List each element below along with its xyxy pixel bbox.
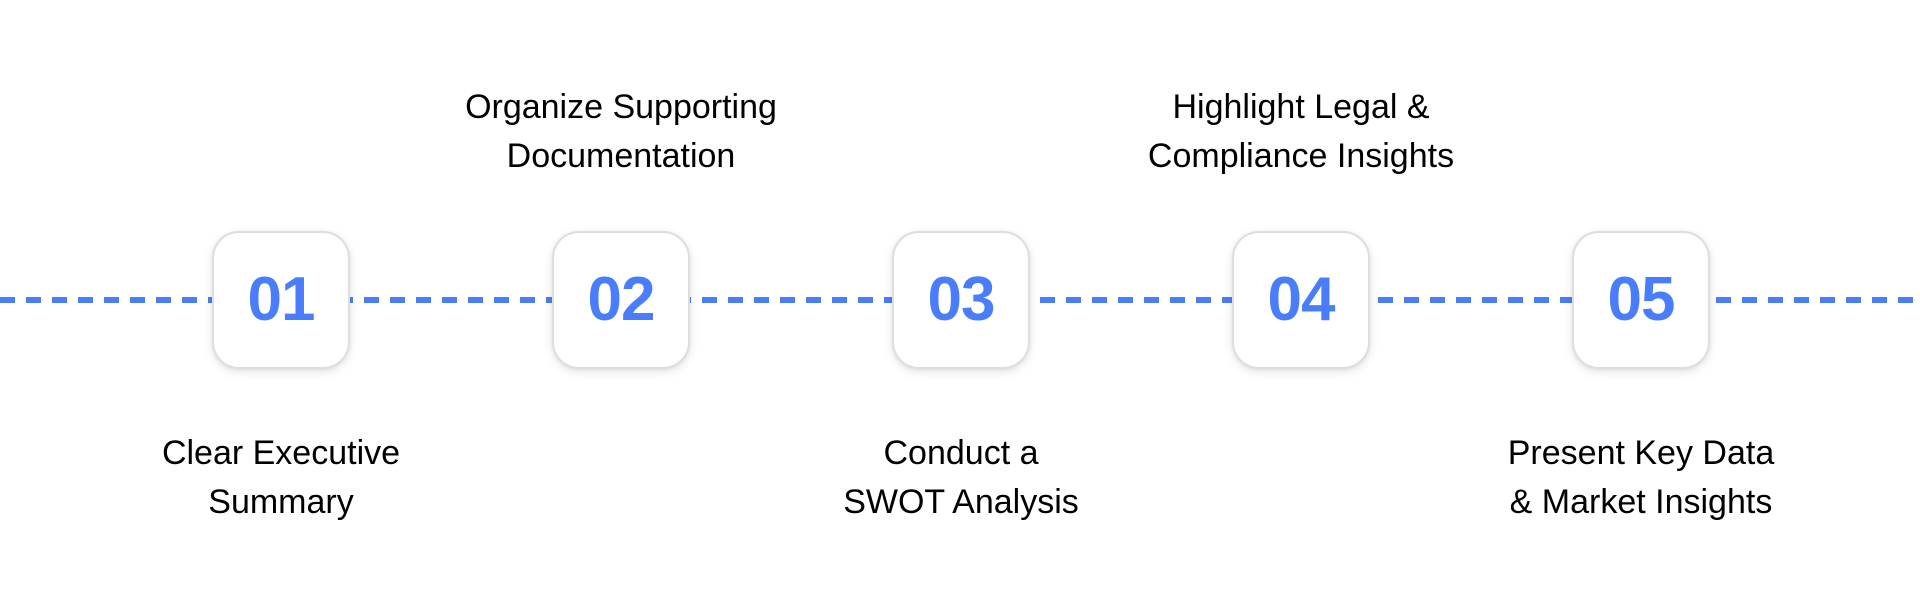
timeline-step-04[interactable]: 04 Highlight Legal & Compliance Insights: [1148, 0, 1454, 615]
step-number-02: 02: [587, 265, 656, 334]
step-number-card-01[interactable]: 01: [212, 231, 350, 369]
step-number-03: 03: [927, 265, 996, 334]
timeline-step-02[interactable]: 02 Organize Supporting Documentation: [465, 0, 777, 615]
step-label-01: Clear Executive Summary: [161, 434, 401, 521]
step-number-card-04[interactable]: 04: [1232, 231, 1370, 369]
step-number-card-03[interactable]: 03: [892, 231, 1030, 369]
step-number-04: 04: [1267, 265, 1336, 334]
step-number-card-02[interactable]: 02: [552, 231, 690, 369]
step-label-05: Present Key Data & Market Insights: [1507, 434, 1775, 521]
step-number-01: 01: [247, 265, 316, 334]
step-number-05: 05: [1607, 265, 1676, 334]
timeline-step-01[interactable]: 01 Clear Executive Summary: [162, 0, 400, 615]
timeline-step-03[interactable]: 03 Conduct a SWOT Analysis: [843, 0, 1079, 615]
step-label-02: Organize Supporting Documentation: [465, 88, 777, 175]
step-label-04: Highlight Legal & Compliance Insights: [1147, 88, 1455, 175]
timeline-step-05[interactable]: 05 Present Key Data & Market Insights: [1508, 0, 1774, 615]
step-number-card-05[interactable]: 05: [1572, 231, 1710, 369]
step-label-03: Conduct a SWOT Analysis: [843, 434, 1079, 521]
